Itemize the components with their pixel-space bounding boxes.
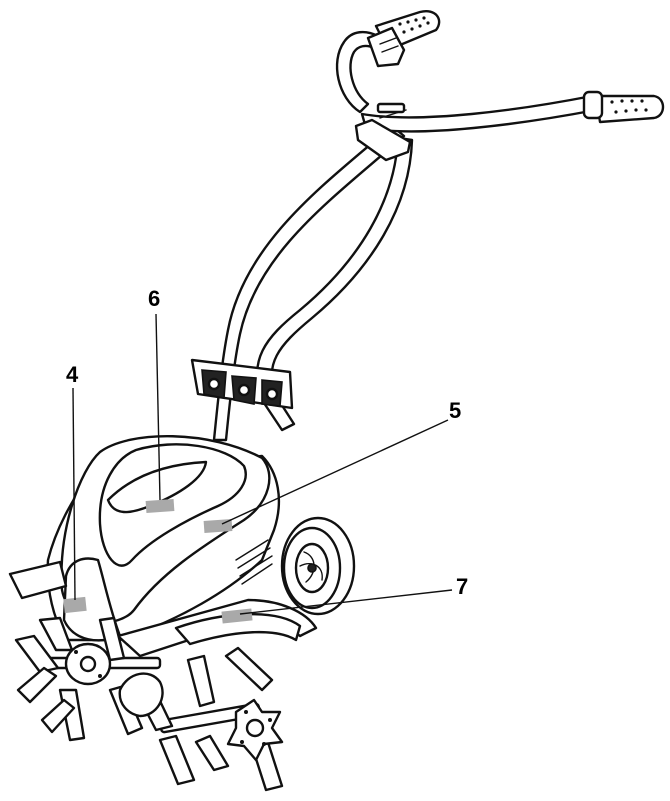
leader-line-6	[155, 313, 161, 501]
leader-line-7	[239, 589, 453, 615]
handlebar	[212, 10, 665, 442]
callout-4: 4	[66, 362, 79, 387]
label-patch-6	[145, 499, 175, 513]
handle-clamp	[354, 118, 412, 162]
handle-arm-right	[360, 94, 598, 133]
leader-line-5	[221, 419, 449, 525]
handle-tube-right	[255, 136, 414, 432]
mudguard	[8, 560, 318, 658]
label-patch-4	[63, 596, 87, 614]
transport-wheel	[280, 516, 356, 616]
handle-mount	[190, 358, 294, 410]
callout-6: 6	[148, 286, 160, 311]
label-patch-7	[221, 608, 253, 624]
right-grip	[582, 90, 665, 124]
left-grip	[366, 10, 441, 68]
callout-5: 5	[449, 398, 461, 423]
tines-left	[14, 616, 162, 742]
callout-7: 7	[456, 574, 468, 599]
leader-line-4	[72, 387, 76, 601]
tines-right	[118, 646, 284, 792]
handle-tube-left	[212, 124, 406, 442]
